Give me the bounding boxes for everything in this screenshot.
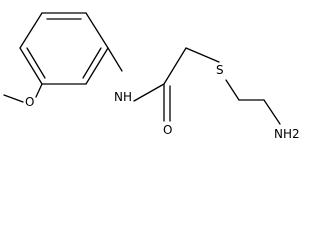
bond-ch2-to-nh2: [263, 99, 281, 125]
bond-ring-to-methoxy-o: [35, 83, 43, 98]
molecule-diagram: O NH O S NH2: [3, 12, 301, 141]
bond-nh-to-carbonyl-c: [133, 83, 165, 102]
bond-ring-to-nh: [107, 47, 123, 72]
amine-nh2-label: NH2: [273, 127, 301, 141]
bond-carbonyl-c-to-ch2: [163, 47, 187, 85]
bond-s-to-ch2: [225, 79, 240, 101]
bond-ch2-to-s: [185, 47, 220, 63]
ring-bond-2: [85, 12, 109, 49]
amide-nh-label: NH: [113, 90, 133, 104]
ring-bond-5: [19, 47, 43, 85]
ring-bond-3: [85, 47, 109, 85]
sulfur-label: S: [215, 63, 225, 77]
ring-double-bond-2: [82, 47, 102, 79]
carbonyl-oxygen-label: O: [162, 123, 174, 137]
methoxy-oxygen-label: O: [24, 95, 36, 109]
ring-double-bond-3: [26, 47, 46, 79]
structure-bonds: [3, 12, 281, 125]
bond-methoxy-o-to-methyl: [3, 94, 24, 103]
ring-bond-6: [19, 12, 43, 49]
